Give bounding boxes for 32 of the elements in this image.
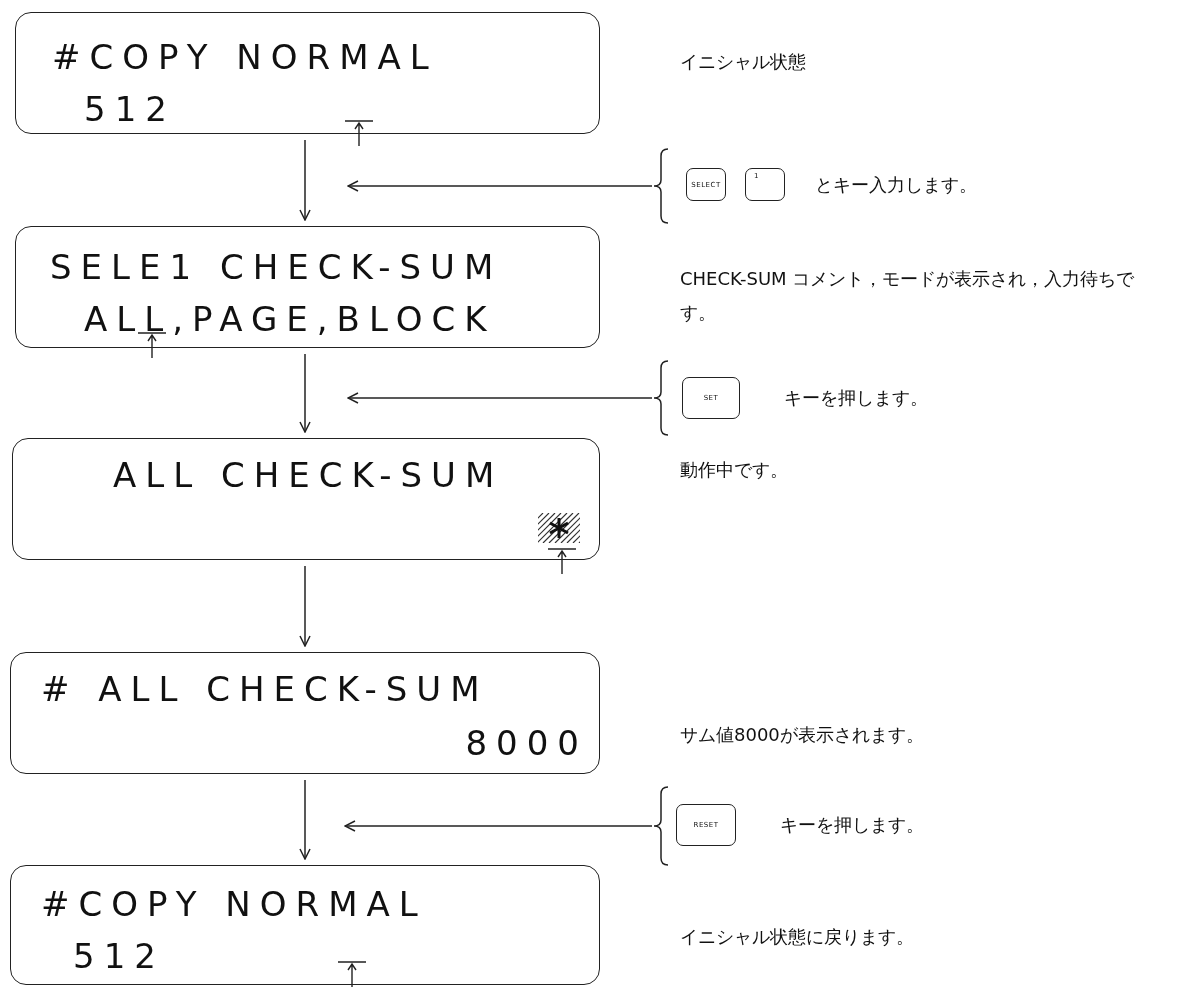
instruction-text: イニシャル状態: [680, 50, 806, 74]
instruction-text: キーを押します。: [780, 813, 924, 837]
instruction-text: キーを押します。: [784, 386, 928, 410]
arrow: [299, 139, 311, 221]
curly-brace: [652, 786, 670, 866]
arrow: [344, 820, 653, 832]
display-text: # ALL CHECK-SUM: [41, 669, 489, 709]
lcd-display: [10, 652, 600, 774]
lcd-display: [12, 438, 600, 560]
instruction-text: CHECK-SUM コメント，モードが表示され，入力待ちです。: [680, 267, 1136, 325]
display-text: ALL,PAGE,BLOCK: [84, 299, 496, 339]
display-text: 512: [73, 936, 165, 976]
curly-brace: [652, 360, 670, 436]
instruction-text: イニシャル状態に戻ります。: [680, 925, 914, 949]
curly-brace: [652, 148, 670, 224]
arrow: [299, 353, 311, 433]
display-text: 512: [84, 89, 176, 129]
instruction-text: サム値8000が表示されます。: [680, 723, 924, 747]
lcd-display: [15, 12, 600, 134]
arrow: [347, 392, 653, 404]
display-text: ALL CHECK-SUM: [113, 455, 504, 495]
arrow: [299, 779, 311, 860]
arrow: [299, 565, 311, 647]
display-text: #COPY NORMAL: [52, 37, 438, 77]
lcd-display: [15, 226, 600, 348]
display-text: SELE1 CHECK-SUM: [50, 247, 503, 287]
instruction-text: とキー入力します。: [815, 173, 977, 197]
arrow: [347, 180, 653, 192]
instruction-text: 動作中です。: [680, 458, 788, 482]
display-text: 8000: [465, 723, 588, 763]
lcd-display: [10, 865, 600, 985]
display-text: #COPY NORMAL: [41, 884, 427, 924]
